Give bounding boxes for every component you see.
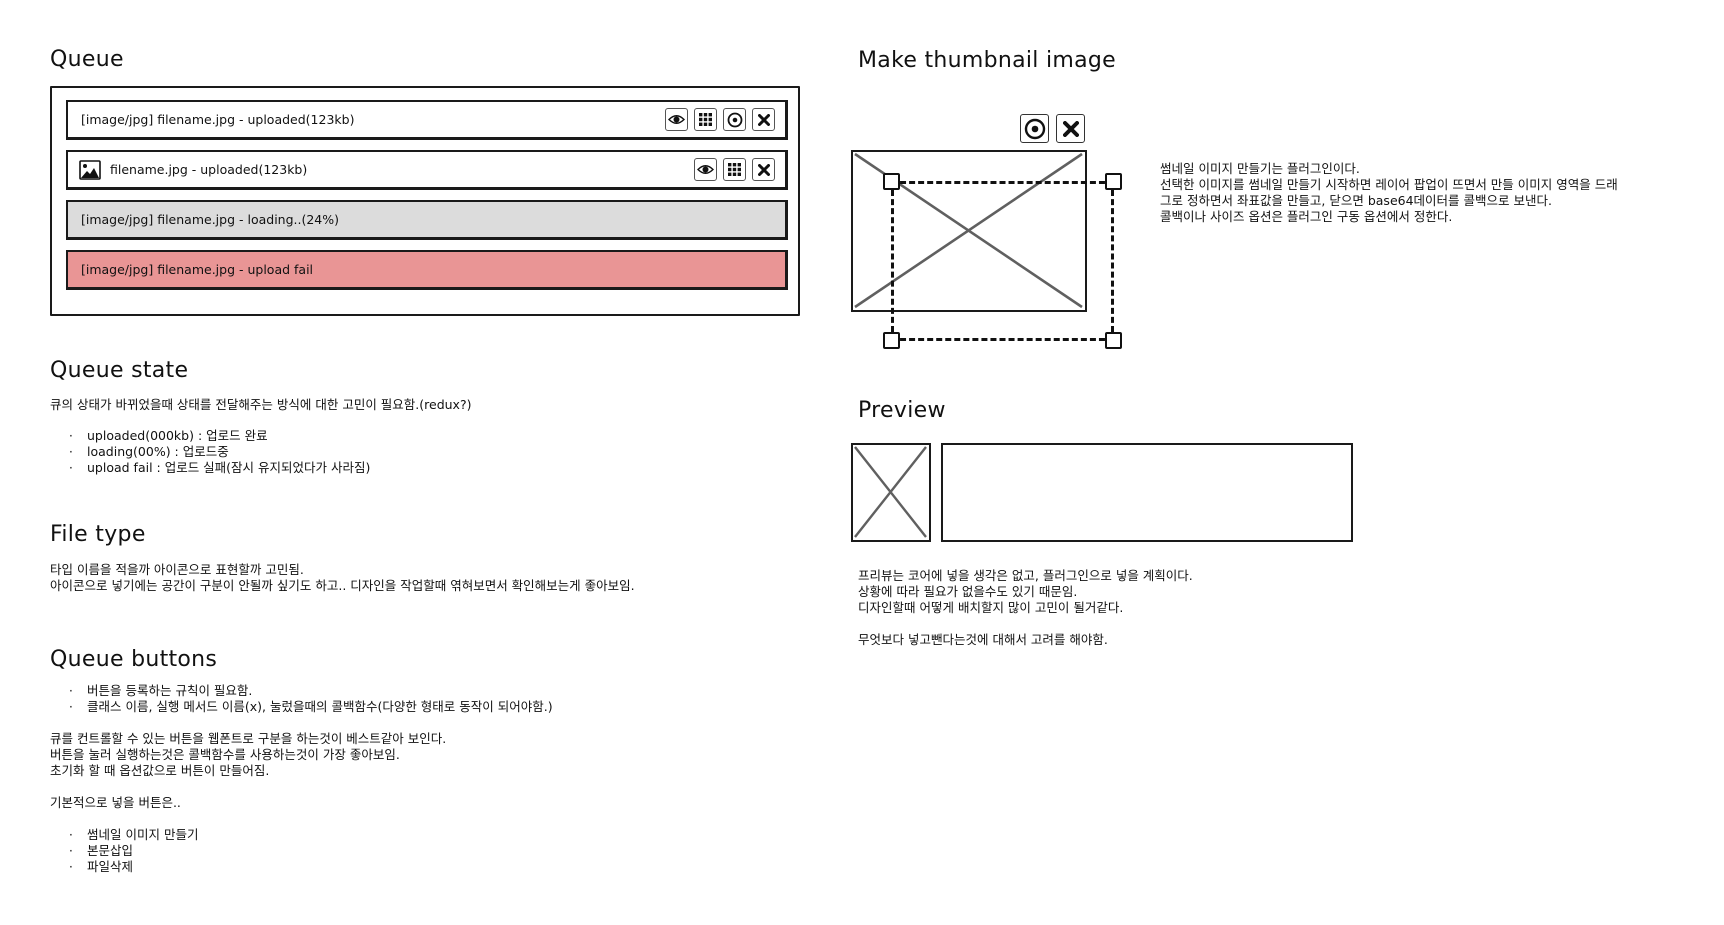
preview-desc-line: 무엇보다 넣고뺀다는것에 대해서 고려를 해야함. bbox=[858, 632, 1108, 647]
preview-title: Preview bbox=[858, 398, 946, 423]
image-placeholder-icon bbox=[854, 446, 927, 538]
bullet-dot: · bbox=[69, 700, 73, 714]
queue-item-loading[interactable]: [image/jpg] filename.jpg - loading..(24%… bbox=[66, 200, 788, 240]
delete-button[interactable] bbox=[752, 108, 775, 131]
bullet-dot: · bbox=[69, 860, 73, 874]
bullet-dot: · bbox=[69, 461, 73, 475]
default-buttons-intro: 기본적으로 넣을 버튼은.. bbox=[50, 795, 181, 810]
queue-item-buttons bbox=[665, 108, 775, 131]
queue-item-label: [image/jpg] filename.jpg - loading..(24%… bbox=[81, 212, 340, 227]
thumbnail-desc-line: 선택한 이미지를 썸네일 만들기 시작하면 레이어 팝업이 뜨면서 만들 이미지… bbox=[1160, 177, 1618, 192]
crop-handle-bottom-left[interactable] bbox=[883, 332, 900, 349]
insert-button[interactable] bbox=[723, 158, 746, 181]
bullet-dot: · bbox=[69, 828, 73, 842]
file-type-line: 아이콘으로 넣기에는 공간이 구분이 안될까 싶기도 하고.. 디자인을 작업할… bbox=[50, 578, 635, 593]
target-icon bbox=[727, 112, 742, 127]
queue-item-label: [image/jpg] filename.jpg - uploaded(123k… bbox=[81, 112, 355, 127]
queue-buttons-line: 초기화 할 때 옵션값으로 버튼이 만들어짐. bbox=[50, 763, 270, 778]
preview-desc-line: 프리뷰는 코어에 넣을 생각은 없고, 플러그인으로 넣을 계획이다. bbox=[858, 568, 1193, 583]
thumbnail-toolbar bbox=[1020, 114, 1085, 143]
close-icon bbox=[1062, 120, 1079, 137]
queue-item-uploaded-icon[interactable]: filename.jpg - uploaded(123kb) bbox=[66, 150, 788, 190]
preview-content-area bbox=[941, 443, 1353, 542]
crop-handle-bottom-right[interactable] bbox=[1105, 332, 1122, 349]
preview-button[interactable] bbox=[665, 108, 688, 131]
crop-selection-area[interactable] bbox=[891, 181, 1114, 341]
make-thumbnail-button[interactable] bbox=[723, 108, 746, 131]
thumbnail-confirm-button[interactable] bbox=[1020, 114, 1049, 143]
queue-item-fail[interactable]: [image/jpg] filename.jpg - upload fail bbox=[66, 250, 788, 290]
close-icon bbox=[757, 113, 770, 126]
bullet-dot: · bbox=[69, 684, 73, 698]
target-icon bbox=[1024, 118, 1045, 139]
thumbnail-title: Make thumbnail image bbox=[858, 48, 1117, 73]
queue-buttons-line: 버튼을 눌러 실행하는것은 콜백함수를 사용하는것이 가장 좋아보임. bbox=[50, 747, 400, 762]
queue-panel: [image/jpg] filename.jpg - uploaded(123k… bbox=[50, 86, 800, 316]
close-icon bbox=[757, 163, 770, 176]
queue-state-title: Queue state bbox=[50, 358, 189, 383]
thumbnail-desc-line: 그로 정하면서 좌표값을 만들고, 닫으면 base64데이터를 콜백으로 보낸… bbox=[1160, 193, 1552, 208]
queue-buttons-line: 큐를 컨트롤할 수 있는 버튼을 웹폰트로 구분을 하는것이 베스트같아 보인다… bbox=[50, 731, 447, 746]
thumbnail-desc-line: 콜백이나 사이즈 옵션은 플러그인 구동 옵션에서 정한다. bbox=[1160, 209, 1453, 224]
crop-handle-top-right[interactable] bbox=[1105, 173, 1122, 190]
thumbnail-desc-line: 썸네일 이미지 만들기는 플러그인이다. bbox=[1160, 161, 1360, 176]
grid-icon bbox=[728, 163, 741, 176]
bullet-dot: · bbox=[69, 445, 73, 459]
crop-handle-top-left[interactable] bbox=[883, 173, 900, 190]
file-type-line: 타입 이름을 적을까 아이콘으로 표현할까 고민됨. bbox=[50, 562, 304, 577]
eye-icon bbox=[697, 165, 714, 174]
file-type-title: File type bbox=[50, 522, 146, 547]
preview-desc-line: 디자인할때 어떻게 배치할지 많이 고민이 될거같다. bbox=[858, 600, 1124, 615]
bullet-dot: · bbox=[69, 429, 73, 443]
thumbnail-close-button[interactable] bbox=[1056, 114, 1085, 143]
grid-icon bbox=[699, 113, 712, 126]
preview-desc-line: 상황에 따라 필요가 없을수도 있기 때문임. bbox=[858, 584, 1078, 599]
image-file-icon bbox=[79, 160, 101, 180]
bullet-dot: · bbox=[69, 844, 73, 858]
queue-title: Queue bbox=[50, 47, 124, 72]
delete-button[interactable] bbox=[752, 158, 775, 181]
queue-item-buttons bbox=[694, 158, 775, 181]
queue-buttons-title: Queue buttons bbox=[50, 647, 218, 672]
queue-item-label: [image/jpg] filename.jpg - upload fail bbox=[81, 262, 314, 277]
queue-item-label: filename.jpg - uploaded(123kb) bbox=[110, 162, 308, 177]
preview-image-placeholder bbox=[851, 443, 931, 542]
preview-button[interactable] bbox=[694, 158, 717, 181]
queue-state-description: 큐의 상태가 바뀌었을때 상태를 전달해주는 방식에 대한 고민이 필요함.(r… bbox=[50, 397, 472, 412]
eye-icon bbox=[668, 115, 685, 124]
insert-button[interactable] bbox=[694, 108, 717, 131]
queue-item-uploaded[interactable]: [image/jpg] filename.jpg - uploaded(123k… bbox=[66, 100, 788, 140]
